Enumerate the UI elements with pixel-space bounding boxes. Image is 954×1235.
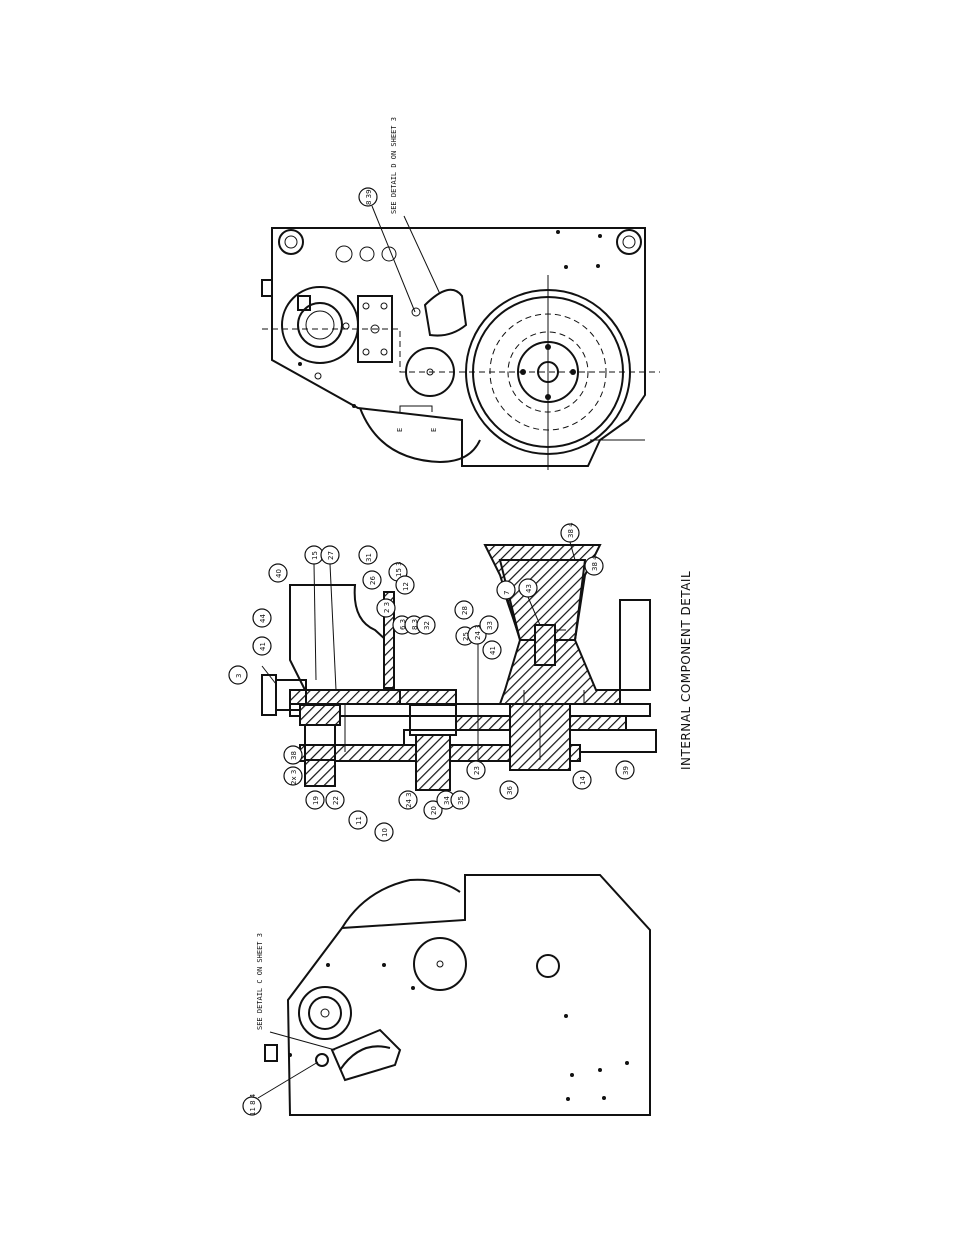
section-marker-e: E <box>396 428 404 432</box>
note-detail-c: SEE DETAIL C ON SHEET 3 <box>256 933 264 1030</box>
callout-label: 41 <box>489 646 497 655</box>
callout-r2: 44 <box>252 608 272 628</box>
callout-label: 15 3 <box>395 561 403 577</box>
drawing-title: INTERNAL COMPONENT DETAIL <box>679 571 693 770</box>
callout-top-view: 8 39 <box>358 187 416 313</box>
callout-label: 23 <box>473 766 481 775</box>
callout-label: 15 <box>311 551 319 560</box>
callout-label: 2x 3 <box>290 770 298 785</box>
callout-l1: 38 <box>283 745 303 765</box>
callout-label: 38 4 <box>567 522 575 538</box>
callout-label: 27 <box>327 551 335 560</box>
callout-l4: 11 <box>348 810 368 830</box>
callout-l2: 19 <box>305 790 325 810</box>
callout-r17: 33 <box>479 615 499 635</box>
callout-r13: 32 <box>416 615 436 635</box>
callout-r1: 41 <box>252 636 272 656</box>
callout-l3: 22 <box>325 790 345 810</box>
callout-r9: 12 <box>395 575 415 595</box>
callout-r7: 26 <box>362 570 382 590</box>
callout-r3: 40 <box>268 563 288 583</box>
callout-label: 40 <box>275 569 283 578</box>
callout-label: 24 3 <box>474 624 482 640</box>
top-view-housing <box>261 227 660 470</box>
callout-label: 34 <box>443 796 451 805</box>
callout-label: 20 <box>430 806 438 815</box>
callout-label: 3 <box>235 674 243 678</box>
callout-r21b: 38 4 <box>584 555 604 576</box>
callout-label: 7 <box>503 591 511 595</box>
callout-l7: 20 <box>423 800 443 820</box>
callout-r14: 28 <box>454 600 474 620</box>
callout-l13: 39 <box>615 760 635 780</box>
callout-l5: 10 <box>374 822 394 842</box>
callout-label: 10 <box>381 828 389 837</box>
callout-label: 38 <box>290 751 298 760</box>
callout-l11: 36 <box>499 780 519 800</box>
callout-label: 38 4 <box>591 555 599 571</box>
callout-l0: 2x 3 <box>283 766 303 786</box>
callout-label: 11 8 4 <box>249 1093 257 1116</box>
section-view <box>261 544 657 791</box>
callout-label: 25 <box>462 632 470 641</box>
callout-l10: 23 <box>466 760 486 780</box>
callout-label: 39 <box>622 766 630 775</box>
callout-label: 24 3 <box>405 792 413 808</box>
section-marker-e-2: E <box>430 428 438 432</box>
callout-r19: 7 <box>496 580 516 600</box>
callout-label: 32 <box>423 621 431 630</box>
callout-label: 26 <box>369 576 377 585</box>
callout-label: 41 <box>259 642 267 651</box>
callout-l9: 35 <box>450 790 470 810</box>
callout-label: 35 <box>457 796 465 805</box>
callouts-right-column: 3 41 44 40 15 27 31 26 15 3 12 2 3 6 3 8… <box>228 522 604 691</box>
callout-r10: 2 3 <box>376 598 396 618</box>
callout-r21: 38 4 <box>560 522 580 543</box>
callout-label: 11 <box>355 816 363 825</box>
callout-r4: 15 <box>304 545 324 565</box>
callout-label: 31 <box>365 553 373 562</box>
callout-label: 2 3 <box>383 602 391 613</box>
callout-label: 28 <box>461 606 469 615</box>
callouts-left-column: 2x 3 38 19 22 11 10 24 3 20 34 35 23 36 … <box>283 745 635 842</box>
callout-l6: 24 3 <box>398 790 418 810</box>
callout-bottom-view: 11 8 4 <box>242 1061 319 1116</box>
callout-label: 8 39 <box>365 189 373 205</box>
callout-label: 12 <box>402 582 410 591</box>
note-detail-d: SEE DETAIL D ON SHEET 3 <box>390 117 398 214</box>
callout-label: 19 <box>312 796 320 805</box>
callout-label: 33 <box>486 621 494 630</box>
callout-r0: 3 <box>228 665 248 685</box>
callout-label: 14 <box>579 776 587 785</box>
callout-r5: 27 <box>320 545 340 565</box>
callout-r18: 41 <box>482 640 502 660</box>
bottom-view-housing <box>264 874 651 1116</box>
callout-l12: 14 <box>572 770 592 790</box>
callout-label: 8 3 <box>411 619 419 630</box>
callout-r6: 31 <box>358 545 378 565</box>
callout-r20: 43 <box>518 578 538 598</box>
callout-label: 6 3 <box>399 619 407 630</box>
callout-label: 22 <box>332 796 340 805</box>
callout-label: 36 <box>506 786 514 795</box>
callout-label: 43 <box>525 584 533 593</box>
callout-label: 44 <box>259 614 267 623</box>
